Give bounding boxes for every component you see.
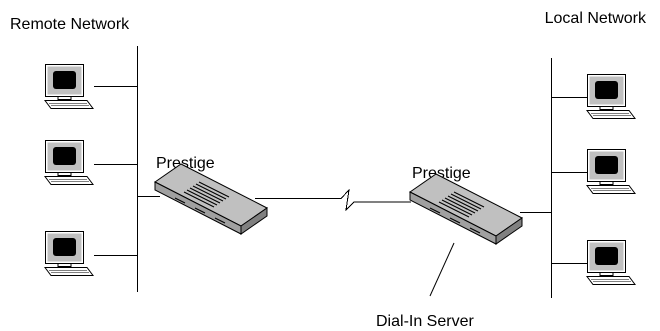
computer-icon [586, 149, 636, 194]
router-right-label: Prestige [412, 165, 471, 182]
local-network-label: Local Network [545, 10, 647, 27]
computer-icon [44, 64, 94, 109]
router-icon [154, 163, 268, 235]
computer-icon [586, 240, 636, 285]
dial-in-server-label: Dial-In Server [376, 313, 474, 330]
router-icon [409, 173, 523, 245]
router-left-label: Prestige [156, 155, 215, 172]
wan-link [255, 188, 411, 212]
remote-network-label: Remote Network [10, 16, 130, 33]
computer-icon [44, 140, 94, 185]
computer-icon [44, 231, 94, 276]
dial-in-pointer [429, 242, 455, 297]
computer-icon [586, 74, 636, 119]
